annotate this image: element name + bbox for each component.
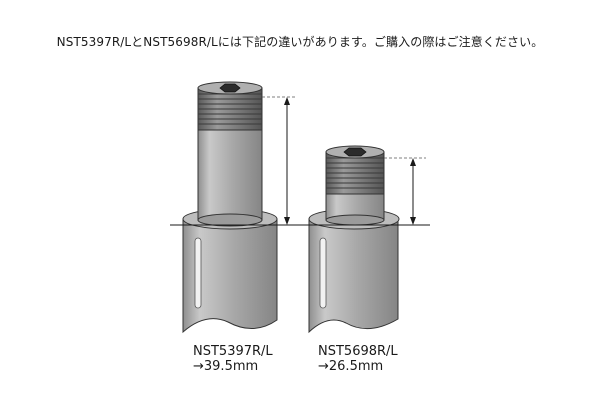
part-a-highlight xyxy=(194,237,202,309)
part-a-shaft xyxy=(197,129,263,221)
hex-socket-icon xyxy=(219,83,241,93)
notice-text: NST5397R/LとNST5698R/Lには下記の違いがあります。ご購入の際は… xyxy=(56,35,544,49)
part-b-illustration xyxy=(308,145,400,334)
part-a-illustration xyxy=(182,81,278,334)
part-a-tube xyxy=(182,218,278,334)
part-b-tube xyxy=(308,218,399,334)
part-b-model: NST5698R/L xyxy=(318,344,398,359)
dimension-arrow-icon xyxy=(284,97,290,225)
hex-socket-icon xyxy=(343,147,367,157)
part-a-model: NST5397R/L xyxy=(193,344,273,359)
part-b-dimension: →26.5mm xyxy=(318,359,384,374)
part-a-caption: NST5397R/L →39.5mm xyxy=(193,344,273,374)
part-b-highlight xyxy=(319,237,327,309)
part-a-dimension: →39.5mm xyxy=(193,359,259,374)
dimension-arrow-icon xyxy=(410,158,416,225)
part-b-caption: NST5698R/L →26.5mm xyxy=(318,344,398,374)
